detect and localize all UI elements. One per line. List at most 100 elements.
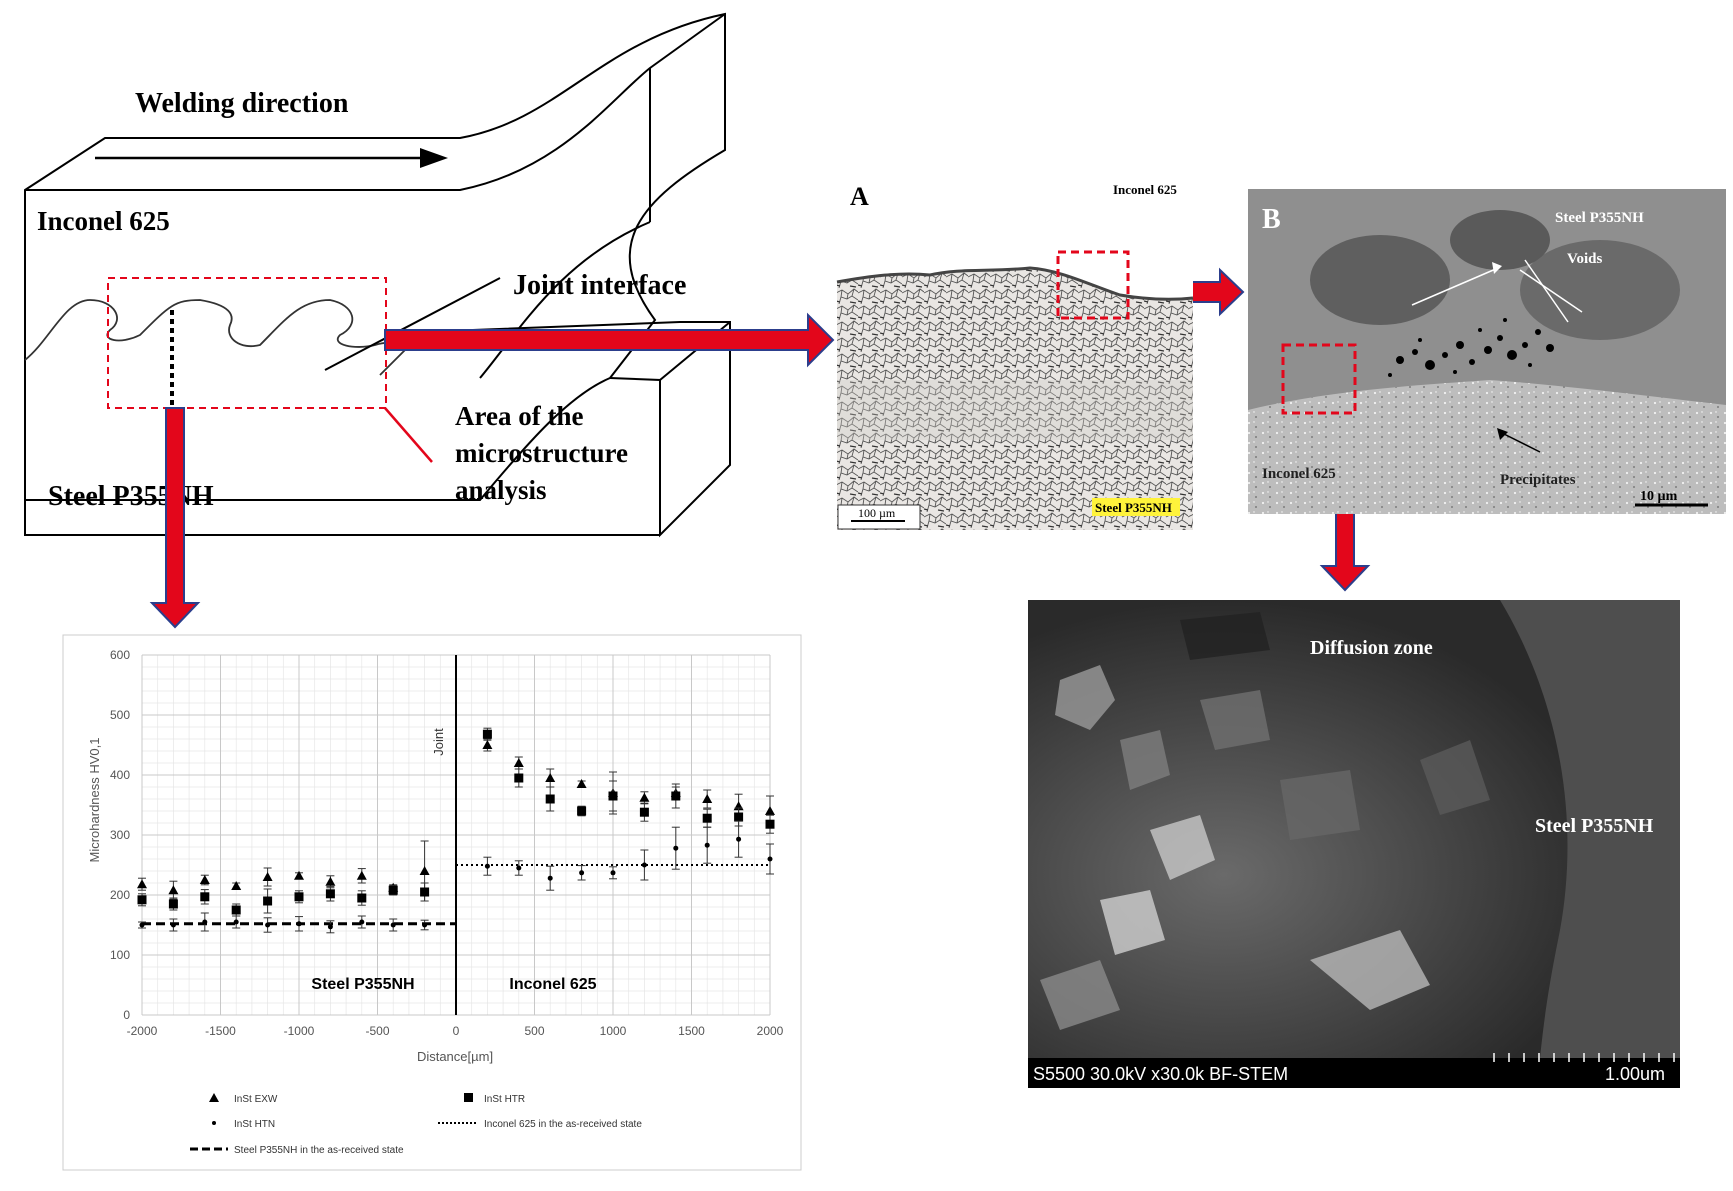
point-exw — [513, 758, 524, 767]
point-exw — [639, 792, 650, 802]
point-htn — [265, 922, 271, 928]
panel-a-micrograph: A Inconel 625 Steel P355NH 100 µm — [836, 174, 1194, 530]
chart-y-axis-label: Microhardness HV0,1 — [87, 738, 102, 863]
point-exw — [231, 881, 242, 890]
point-htr — [702, 813, 712, 823]
point-htn — [202, 919, 208, 925]
point-htr — [137, 895, 147, 905]
x-tick-label: 1500 — [678, 1024, 705, 1038]
point-htn — [390, 922, 396, 928]
panel-b-inconel-label: Inconel 625 — [1262, 466, 1336, 482]
panel-a-bottom-label: Steel P355NH — [1095, 500, 1172, 515]
y-tick-label: 0 — [123, 1008, 130, 1022]
wavy-interface — [24, 299, 407, 376]
steel-plate-label: Steel P355NH — [48, 481, 214, 512]
point-exw — [294, 870, 304, 880]
point-exw — [765, 806, 775, 815]
point-exw — [356, 870, 367, 880]
point-htn — [673, 845, 679, 851]
point-htr — [388, 885, 398, 895]
point-htr — [514, 773, 524, 783]
analysis-area-box — [107, 277, 387, 409]
y-tick-label: 400 — [110, 768, 130, 782]
point-htr — [168, 899, 178, 909]
chart-frame — [62, 634, 802, 1171]
stem-steel-label: Steel P355NH — [1535, 815, 1654, 837]
y-tick-label: 600 — [110, 648, 130, 662]
y-tick-label: 200 — [110, 888, 130, 902]
legend-htn: InSt HTN — [234, 1119, 275, 1130]
y-tick-label: 500 — [110, 708, 130, 722]
x-tick-label: 1000 — [600, 1024, 627, 1038]
point-htr — [734, 812, 744, 822]
x-tick-label: -1500 — [205, 1024, 236, 1038]
point-htr — [545, 794, 555, 804]
point-exw — [168, 885, 179, 895]
panel-b-voids-label: Voids — [1567, 251, 1602, 267]
point-htn — [516, 865, 522, 871]
inconel-plate-label: Inconel 625 — [37, 206, 170, 236]
chart-legend: InSt EXW InSt HTR InSt HTN Inconel 625 i… — [190, 1093, 642, 1156]
point-htn — [296, 921, 302, 927]
point-exw — [419, 866, 430, 875]
chart-region-left-label: Steel P355NH — [311, 976, 414, 993]
legend-exw: InSt EXW — [234, 1094, 278, 1105]
point-htn — [484, 863, 490, 869]
point-htn — [736, 836, 742, 842]
point-htr — [765, 819, 775, 829]
welding-direction-label: Welding direction — [135, 88, 349, 119]
y-tick-label: 300 — [110, 828, 130, 842]
panel-b-precipitates-label: Precipitates — [1500, 472, 1576, 488]
x-tick-label: -500 — [365, 1024, 389, 1038]
point-exw — [482, 740, 493, 749]
point-htr — [639, 807, 649, 817]
point-htr — [294, 892, 304, 902]
point-htr — [231, 905, 241, 915]
legend-inconel-ref: Inconel 625 in the as-received state — [484, 1119, 642, 1130]
panel-a-scale-bar: 100 µm — [858, 506, 896, 520]
arrow-to-panel-a — [384, 312, 835, 368]
point-exw — [702, 794, 713, 803]
point-htr — [325, 889, 335, 899]
point-exw — [576, 779, 587, 788]
point-exw — [325, 876, 336, 886]
panel-b-sem: B Steel P355NH Voids Inconel 625 Precipi… — [1248, 189, 1726, 514]
joint-interface-label: Joint interface — [513, 270, 686, 301]
legend-steel-ref: Steel P355NH in the as-received state — [234, 1145, 404, 1156]
point-htn — [139, 922, 145, 928]
point-exw — [262, 872, 273, 881]
panel-a-top-label: Inconel 625 — [1113, 182, 1177, 197]
point-htn — [359, 919, 365, 925]
stem-diffusion-label: Diffusion zone — [1310, 637, 1433, 659]
chart-x-axis-label: Distance[µm] — [417, 1049, 493, 1064]
chart-marks — [137, 727, 775, 934]
inconel-plate-outline — [24, 12, 726, 501]
x-tick-label: 500 — [524, 1024, 544, 1038]
x-tick-label: 2000 — [757, 1024, 784, 1038]
point-htr — [200, 892, 210, 902]
point-htr — [482, 729, 492, 739]
x-tick-label: -2000 — [127, 1024, 158, 1038]
point-htr — [357, 893, 367, 903]
point-htn — [327, 924, 333, 930]
point-exw — [137, 879, 147, 889]
panel-b-top-label: Steel P355NH — [1555, 210, 1644, 226]
point-htr — [577, 806, 587, 816]
arrow-to-chart — [149, 407, 201, 629]
area-label-line1: Area of the — [455, 401, 583, 431]
area-label-line3: analysis — [455, 475, 547, 505]
point-htn — [610, 870, 616, 876]
point-htn — [547, 875, 553, 881]
point-htn — [579, 870, 585, 876]
stem-image: Diffusion zone Steel P355NH S5500 30.0kV… — [1028, 600, 1680, 1088]
point-htn — [170, 922, 176, 928]
x-tick-label: 0 — [453, 1024, 460, 1038]
x-tick-label: -1000 — [284, 1024, 315, 1038]
point-htn — [641, 862, 647, 868]
point-htn — [233, 919, 239, 925]
legend-htr: InSt HTR — [484, 1094, 525, 1105]
